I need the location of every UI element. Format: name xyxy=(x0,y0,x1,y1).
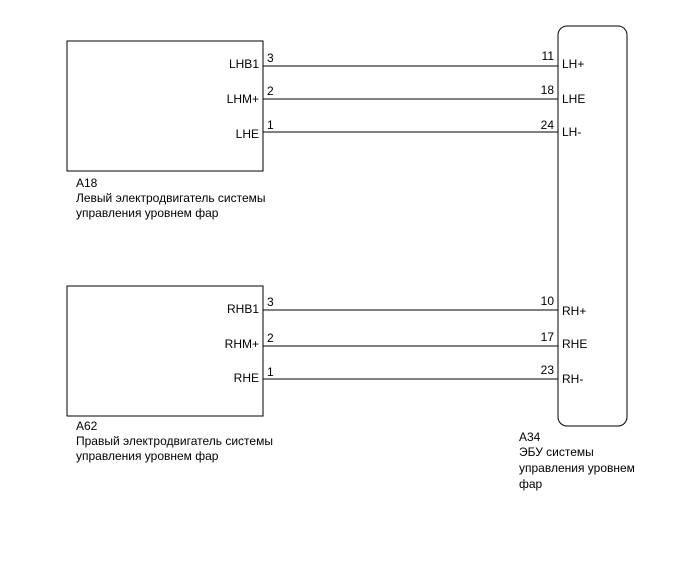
ecu-code: A34 xyxy=(519,430,541,444)
ecu-pin-num-rhm: 23 xyxy=(541,363,555,377)
ecu-pin-name-rhm: RH- xyxy=(562,372,583,386)
ecu-pin-name-lhe: LHE xyxy=(562,92,585,106)
ecu-caption-3: фар xyxy=(519,477,543,491)
ecu-pin-name-rhe: RHE xyxy=(562,337,587,351)
ecu-pin-num-rhp: 10 xyxy=(541,294,555,308)
right-motor-caption-1: Правый электродвигатель системы xyxy=(76,434,273,448)
ecu-caption-2: управления уровнем xyxy=(519,461,635,475)
ecu-box xyxy=(557,25,628,427)
ecu-pin-name-lhm: LH- xyxy=(562,125,581,139)
pin-num-lhm: 2 xyxy=(267,84,274,98)
ecu-pin-num-lhe: 18 xyxy=(541,83,555,97)
pin-name-lhe: LHE xyxy=(236,127,259,141)
pin-num-lhe: 1 xyxy=(267,118,274,132)
pin-num-rhm: 2 xyxy=(267,331,274,345)
left-motor-caption-2: управления уровнем фар xyxy=(76,206,219,220)
pin-name-rhe: RHE xyxy=(234,371,259,385)
ecu-caption-1: ЭБУ системы xyxy=(519,445,594,459)
ecu-pin-num-rhe: 17 xyxy=(541,330,555,344)
left-motor-code: A18 xyxy=(76,176,98,190)
right-motor-box xyxy=(66,285,264,417)
pin-num-rhb1: 3 xyxy=(267,295,274,309)
left-motor-box xyxy=(66,40,264,172)
left-motor-caption-1: Левый электродвигатель системы xyxy=(76,191,266,205)
pin-name-rhb1: RHB1 xyxy=(227,302,259,316)
right-motor-caption-2: управления уровнем фар xyxy=(76,449,219,463)
pin-num-rhe: 1 xyxy=(267,365,274,379)
pin-name-lhm: LHM+ xyxy=(227,92,259,106)
right-motor-code: A62 xyxy=(76,419,98,433)
pin-name-rhm: RHM+ xyxy=(225,337,259,351)
ecu-pin-name-lhp: LH+ xyxy=(562,57,584,71)
pin-name-lhb1: LHB1 xyxy=(229,57,259,71)
ecu-pin-name-rhp: RH+ xyxy=(562,304,586,318)
ecu-pin-num-lhm: 24 xyxy=(541,118,555,132)
ecu-pin-num-lhp: 11 xyxy=(542,49,555,63)
pin-num-lhb1: 3 xyxy=(267,51,274,65)
